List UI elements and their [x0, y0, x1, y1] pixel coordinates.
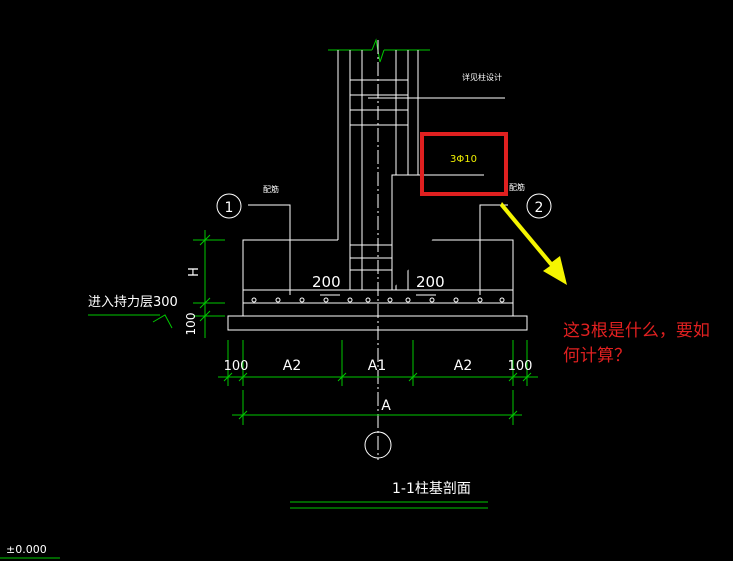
distribution-bars-right: 配筋: [509, 182, 525, 192]
dim-chain-2: [232, 390, 522, 425]
callout-2: 2: [526, 193, 552, 219]
dim-100-vert-label: 100: [184, 313, 198, 336]
dim-chain-1: [218, 340, 538, 386]
question-line-1: 这3根是什么，要如: [563, 321, 710, 341]
dim-h-label: H: [187, 267, 202, 277]
axis-bubble: [364, 431, 392, 459]
dim-vertical: [193, 230, 225, 338]
column-design-note: 详见柱设计: [462, 72, 502, 82]
question-line-2: 何计算？: [563, 346, 631, 366]
bearing-layer-leader: [88, 314, 173, 329]
callout-1: 1: [216, 193, 242, 219]
arrow-icon: [500, 202, 567, 285]
dim-100-right: 100: [508, 359, 533, 374]
section-title: 1-1柱基剖面: [392, 480, 471, 497]
dim-a-label: A: [381, 398, 391, 414]
callout-2-label: 2: [535, 200, 544, 216]
dim-200-right: 200: [416, 273, 445, 291]
dim-100-left: 100: [224, 359, 249, 374]
column-break-line: [328, 38, 430, 63]
bearing-layer-label: 进入持力层300: [88, 295, 178, 310]
leader-lines: [368, 97, 505, 290]
distribution-bars-left: 配筋: [263, 184, 279, 194]
dim-a1: A1: [368, 358, 386, 374]
elevation-label: ±0.000: [6, 543, 47, 556]
dim-a2-right: A2: [454, 358, 472, 374]
rebar-annotation: 3Φ10: [450, 154, 477, 165]
footing-bottom-bars: [251, 297, 505, 303]
section-title-underline: [290, 501, 488, 509]
column-outline: [337, 50, 419, 290]
highlight-box: [420, 132, 508, 196]
dim-a2-left: A2: [283, 358, 301, 374]
dim-200-left: 200: [312, 273, 341, 291]
callout-1-label: 1: [225, 200, 234, 216]
footing-bars: [248, 204, 508, 296]
